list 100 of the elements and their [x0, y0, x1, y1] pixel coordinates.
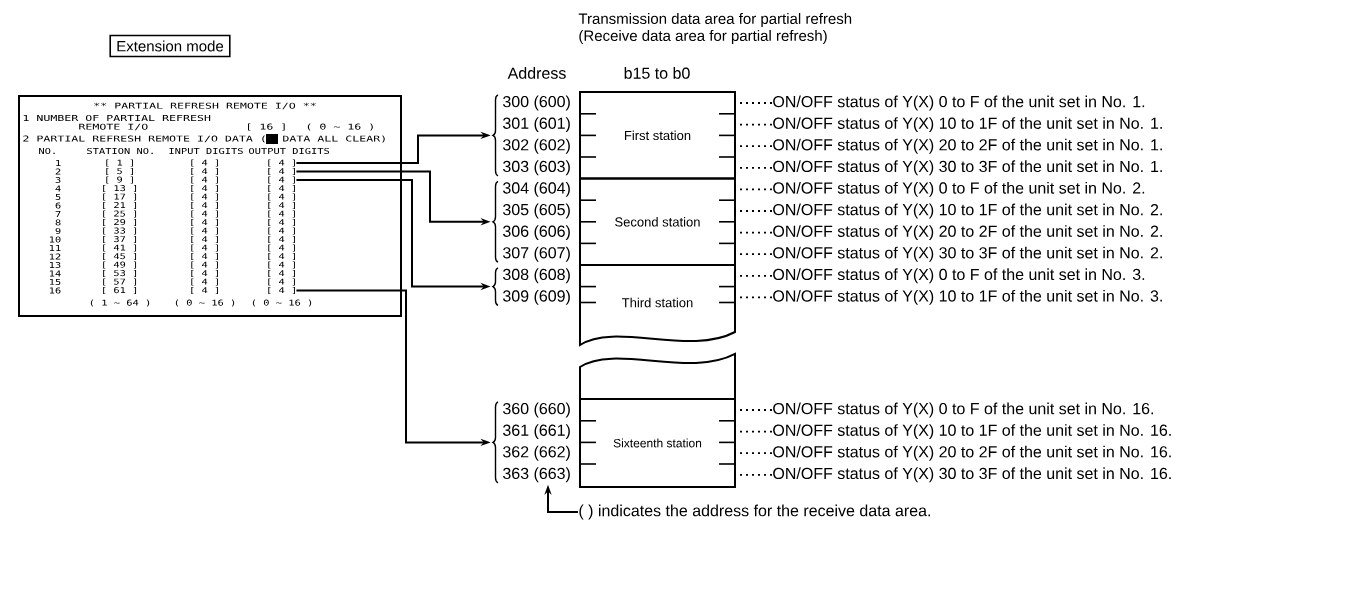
- status-text: ON/OFF status of Y(X) 0 to F of the unit set in No. 16.: [773, 402, 1153, 418]
- screen-cell: [ 61 ]: [103, 286, 137, 295]
- screen-text: [ 16 ]: [248, 123, 285, 131]
- screen-cell: [ 4 ]: [268, 193, 295, 201]
- screen-cell: [ 4 ]: [268, 252, 295, 261]
- screen-cell: [ 13 ]: [103, 184, 137, 193]
- screen-cell: [ 57 ]: [103, 278, 137, 286]
- address-text: 302 (602): [503, 138, 570, 154]
- memory-band: First station: [579, 91, 736, 180]
- screen-cell: 4: [55, 185, 61, 192]
- screen-cell: [ 1 ]: [106, 159, 133, 167]
- screen-cell: 8: [55, 219, 61, 226]
- screen-cell: [ 4 ]: [191, 235, 218, 244]
- screen-cell: [ 4 ]: [268, 176, 295, 184]
- screen-cell: 11: [49, 245, 61, 251]
- screen-cell: [ 4 ]: [191, 176, 218, 184]
- status-text: ON/OFF status of Y(X) 20 to 2F of the unit set in No. 2.: [773, 225, 1162, 241]
- screen-cell: 9: [55, 228, 61, 235]
- screen-cell: [ 4 ]: [191, 227, 218, 235]
- address-text: 363 (663): [503, 467, 570, 483]
- screen-cell: [ 4 ]: [268, 278, 295, 286]
- screen-text: OUTPUT DIGITS: [249, 148, 330, 155]
- heading-text: (Receive data area for partial refresh): [579, 30, 827, 44]
- screen-cell: [ 4 ]: [191, 286, 218, 295]
- screen-cell: 1: [56, 160, 61, 166]
- screen-cell: [ 4 ]: [191, 252, 218, 261]
- screen-cell: 16: [49, 287, 61, 294]
- status-text: ON/OFF status of Y(X) 0 to F of the unit set in No. 3.: [773, 268, 1145, 284]
- screen-cell: [ 4 ]: [268, 218, 295, 227]
- screen-cell: [ 33 ]: [103, 227, 137, 235]
- screen-cell: [ 53 ]: [103, 269, 137, 278]
- screen-cell: [ 5 ]: [106, 167, 133, 176]
- screen-cell: [ 4 ]: [191, 167, 218, 176]
- heading-text: Address: [507, 67, 566, 79]
- screen-cell: 13: [49, 262, 61, 269]
- screen-cell: 12: [49, 253, 61, 260]
- screen-cell: [ 4 ]: [268, 167, 295, 176]
- screen-cell: [ 4 ]: [268, 210, 295, 218]
- screen-cell: [ 4 ]: [191, 184, 218, 193]
- screen-cell: [ 17 ]: [103, 193, 137, 201]
- status-text: ON/OFF status of Y(X) 30 to 3F of the unit set in No. 1.: [773, 160, 1162, 176]
- status-text: ON/OFF status of Y(X) 0 to F of the unit set in No. 2.: [773, 181, 1145, 197]
- screen-cell: [ 4 ]: [191, 218, 218, 227]
- address-text: 309 (609): [503, 289, 570, 305]
- status-text: ON/OFF status of Y(X) 0 to F of the unit set in No. 1.: [773, 95, 1145, 111]
- address-text: 303 (603): [503, 160, 570, 176]
- screen-cell: 15: [49, 279, 61, 285]
- screen-cell: [ 4 ]: [191, 210, 218, 218]
- status-text: ON/OFF status of Y(X) 20 to 2F of the unit set in No. 1.: [773, 138, 1162, 154]
- screen-text: STATION NO.: [87, 148, 153, 155]
- address-text: 301 (601): [503, 117, 570, 133]
- status-text: ON/OFF status of Y(X) 30 to 3F of the unit set in No. 16.: [773, 467, 1171, 483]
- screen-text: NO.: [39, 148, 55, 155]
- screen-cell: [ 45 ]: [103, 252, 137, 261]
- screen-cell: [ 4 ]: [191, 244, 218, 252]
- screen-cell: 7: [55, 211, 61, 217]
- memory-band: Second station: [579, 177, 736, 266]
- screen-cell: [ 4 ]: [268, 269, 295, 278]
- screen-text: INPUT DIGITS: [169, 148, 243, 155]
- screen-text: ( 0 ~ 16 ): [175, 299, 235, 307]
- screen-cell: [ 9 ]: [106, 176, 133, 184]
- heading-text: Transmission data area for partial refresh: [578, 13, 852, 27]
- note-text: ( ) indicates the address for the receive data area.: [579, 504, 930, 520]
- screen-cell: [ 4 ]: [191, 193, 218, 201]
- address-text: 307 (607): [503, 246, 570, 262]
- screen-cell: [ 4 ]: [268, 227, 295, 235]
- screen-text: 2 PARTIAL REFRESH REMOTE I/O DATA (: [23, 135, 265, 143]
- status-text: ON/OFF status of Y(X) 20 to 2F of the unit set in No. 16.: [773, 445, 1171, 461]
- memory-band: Third station: [579, 285, 736, 308]
- screen-text: ( 0 ~ 16 ): [252, 299, 312, 307]
- screen-cell: 5: [55, 194, 61, 200]
- memory-band: Sixteenth station: [579, 398, 736, 488]
- screen-cell: [ 4 ]: [268, 184, 295, 193]
- screen-cell: [ 4 ]: [191, 159, 218, 167]
- screen-cell: [ 4 ]: [191, 278, 218, 286]
- screen-cell: [ 4 ]: [191, 269, 218, 278]
- screen-cell: [ 4 ]: [191, 201, 218, 210]
- screen-text: REMOTE I/O: [79, 123, 148, 131]
- screen-cell: [ 37 ]: [103, 235, 137, 244]
- screen-cell: [ 4 ]: [191, 261, 218, 269]
- address-text: 362 (662): [503, 445, 570, 461]
- screen-cell: [ 4 ]: [268, 286, 295, 295]
- mode-label-box: Extension mode: [109, 34, 231, 58]
- screen-cell: [ 25 ]: [103, 210, 137, 218]
- screen-text: DATA ALL CLEAR): [283, 135, 385, 143]
- screen-cell: [ 21 ]: [103, 201, 137, 210]
- screen-cell: [ 29 ]: [103, 218, 137, 227]
- screen-text: ( 0 ~ 16 ): [307, 123, 373, 131]
- screen-text: 1 NUMBER OF PARTIAL REFRESH: [23, 115, 211, 122]
- screen-cell: 3: [55, 177, 61, 184]
- screen-cell: [ 4 ]: [268, 201, 295, 210]
- address-text: 306 (606): [503, 225, 570, 241]
- status-text: ON/OFF status of Y(X) 10 to 1F of the unit set in No. 2.: [773, 203, 1162, 219]
- status-text: ON/OFF status of Y(X) 30 to 3F of the unit set in No. 2.: [773, 246, 1162, 262]
- address-text: 308 (608): [503, 268, 570, 284]
- screen-cell: [ 4 ]: [268, 244, 295, 252]
- screen-text: ** PARTIAL REFRESH REMOTE I/O **: [94, 102, 316, 110]
- status-text: ON/OFF status of Y(X) 10 to 1F of the unit set in No. 3.: [773, 289, 1162, 305]
- status-text: ON/OFF status of Y(X) 10 to 1F of the unit set in No. 1.: [773, 117, 1162, 133]
- screen-cell: [ 41 ]: [103, 244, 137, 252]
